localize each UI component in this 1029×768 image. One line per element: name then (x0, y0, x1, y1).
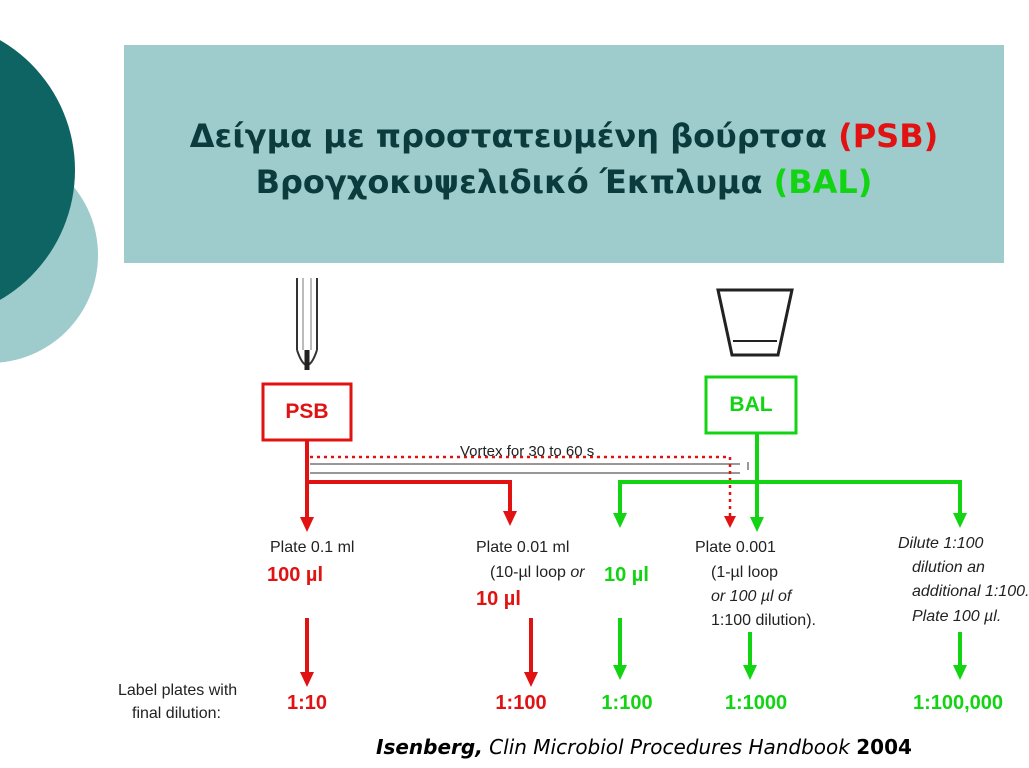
psb-box (261, 382, 353, 442)
dil-1-1000: 1:1000 (724, 692, 788, 714)
plate-001-note-2-text: (10-µl loop (490, 564, 566, 581)
brush-icon (296, 278, 318, 370)
vol-100ul: 100 µl (267, 564, 324, 586)
plate-001-note-2-or: or (570, 564, 585, 581)
psb-arrowhead-3 (300, 672, 314, 687)
dilute-note-1: Dilute 1:100 (898, 535, 984, 552)
plate-0001-note-2: (1-µl loop (711, 564, 779, 581)
dark-teal-circle (0, 40, 75, 300)
psb-paths (305, 440, 533, 675)
label-plates-note-2: final dilution: (132, 705, 221, 722)
dil-1-100-red: 1:100 (495, 692, 547, 714)
dilute-note-2: dilution an (912, 559, 985, 576)
bal-arrowhead-5 (743, 665, 757, 680)
vortex-text: Vortex for 30 to 60 s (460, 443, 595, 460)
dilute-note-4: Plate 100 µl. (912, 608, 1002, 625)
psb-dotted-arrowhead (724, 516, 736, 528)
title-bal-highlight: (BAL) (773, 163, 873, 201)
title-line-1: Δείγμα με προστατευμένη βούρτσα (PSB) (124, 117, 1004, 155)
title-line-2: Βρογχοκυψελιδικό Έκπλυμα (BAL) (124, 163, 1004, 201)
psb-arrowhead-2 (503, 511, 517, 526)
bal-arrowhead-3 (953, 513, 967, 528)
plate-0001-note-4: 1:100 dilution). (711, 612, 816, 629)
bal-arrowhead-2 (613, 513, 627, 528)
psb-arrowhead-1 (300, 517, 314, 532)
bal-arrowhead-1 (750, 517, 764, 532)
psb-arrowhead-4 (524, 672, 538, 687)
decorative-circles (0, 40, 98, 363)
dil-1-100-green: 1:100 (601, 692, 653, 714)
citation-year: 2004 (856, 735, 912, 759)
bal-paths (618, 433, 962, 668)
citation-work: Clin Microbiol Procedures Handbook (489, 735, 850, 759)
title-psb-highlight: (PSB) (838, 117, 939, 155)
bal-arrowhead-6 (953, 665, 967, 680)
plate-0001-note-3: or 100 µl of (711, 588, 792, 605)
title-box: Δείγμα με προστατευμένη βούρτσα (PSB) Βρ… (124, 45, 1004, 263)
plate-01-note: Plate 0.1 ml (270, 539, 355, 556)
title-line-1-text: Δείγμα με προστατευμένη βούρτσα (189, 117, 827, 155)
dilute-note-3: additional 1:100. (912, 583, 1029, 600)
title-line-2-text: Βρογχοκυψελιδικό Έκπλυμα (255, 163, 763, 201)
plate-0001-note-1: Plate 0.001 (695, 539, 776, 556)
plate-001-note-1: Plate 0.01 ml (476, 539, 570, 556)
label-plates-note-1: Label plates with (118, 682, 238, 699)
vol-10ul-green: 10 µl (604, 564, 649, 586)
bal-arrowhead-4 (613, 665, 627, 680)
citation-author: Isenberg, (376, 735, 483, 759)
bal-box (704, 375, 798, 435)
plate-001-note-2: (10-µl loop or (490, 562, 585, 583)
dil-1-10: 1:10 (286, 692, 328, 714)
dil-1-100000: 1:100,000 (912, 692, 1004, 714)
vol-10ul-red: 10 µl (476, 588, 521, 610)
citation: Isenberg, Clin Microbiol Procedures Hand… (376, 735, 912, 759)
bal-label: BAL (729, 393, 773, 416)
psb-dotted-route (310, 455, 732, 518)
cup-icon (716, 288, 794, 357)
psb-label: PSB (285, 400, 329, 423)
